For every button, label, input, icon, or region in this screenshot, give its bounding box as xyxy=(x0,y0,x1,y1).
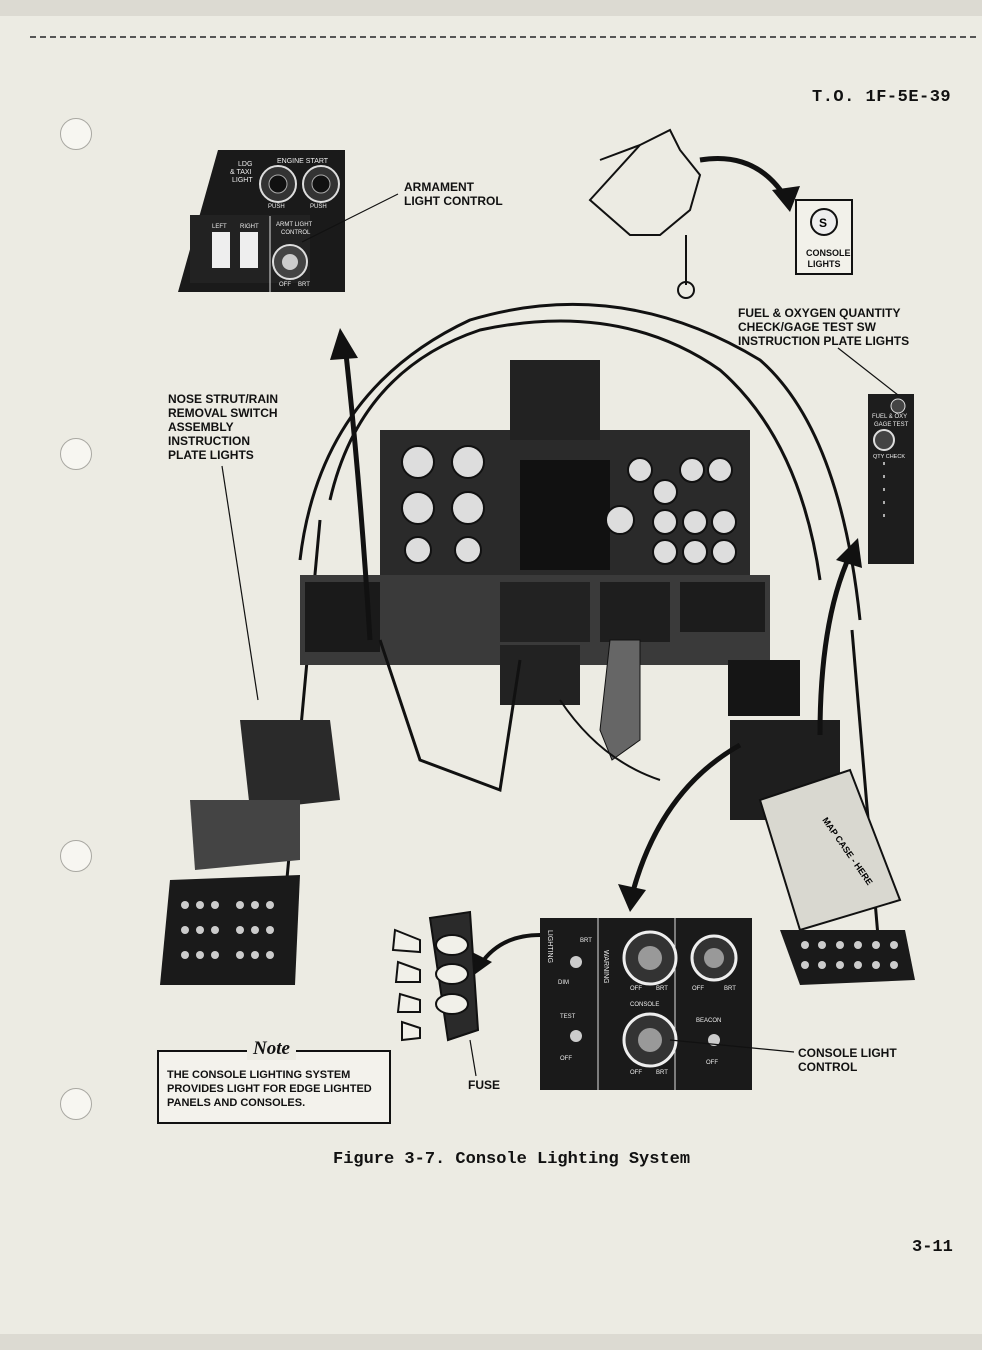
note-text: THE CONSOLE LIGHTING SYSTEM PROVIDES LIG… xyxy=(167,1069,372,1109)
callout-fuse: FUSE xyxy=(468,1078,501,1092)
binder-hole xyxy=(60,840,92,872)
armament-leader-line xyxy=(301,193,399,243)
right-console: MAP CASE - HERE xyxy=(758,768,915,985)
binder-hole xyxy=(60,1088,92,1120)
top-perforation-line xyxy=(30,36,976,38)
fuse-block xyxy=(391,910,480,1042)
callout-console-light-control: CONSOLE LIGHT CONTROL xyxy=(798,1046,897,1074)
fuel-oxy-panel: FUEL & OXY GAGE TEST QTY CHECK xyxy=(868,394,914,564)
figure-caption: Figure 3-7. Console Lighting System xyxy=(333,1150,691,1169)
panel-text-off: OFF xyxy=(692,986,704,992)
panel-text-fuel-oxy: FUEL & OXY xyxy=(872,414,907,420)
lighting-warning-panel: LIGHTING WARNING BRT DIM TEST OFF OFF BR… xyxy=(540,918,752,1090)
callout-console-lights: CONSOLE LIGHTS xyxy=(806,248,851,269)
engine-start-panel: LDG & TAXI LIGHT ENGINE START LEFT RIGHT… xyxy=(178,150,345,292)
panel-text-gage-test: GAGE TEST xyxy=(874,422,909,428)
panel-text-engine-start: ENGINE START xyxy=(277,158,329,165)
panel-text-off: OFF xyxy=(630,1070,642,1076)
note-box: Note THE CONSOLE LIGHTING SYSTEM PROVIDE… xyxy=(157,1038,391,1124)
panel-text-ldg: LDG xyxy=(238,161,252,168)
bottom-scan-edge xyxy=(0,1334,982,1350)
panel-text-push: PUSH xyxy=(310,204,327,210)
note-heading: Note xyxy=(247,1038,296,1060)
binder-hole xyxy=(60,438,92,470)
callout-armament-light-control: ARMAMENT LIGHT CONTROL xyxy=(404,180,503,208)
panel-text-push: PUSH xyxy=(268,204,285,210)
panel-text-off: OFF xyxy=(630,986,642,992)
nose-strut-leader-line xyxy=(221,465,259,701)
callout-nose-strut: NOSE STRUT/RAIN REMOVAL SWITCH ASSEMBLY … xyxy=(168,392,279,462)
panel-text-light: LIGHT xyxy=(232,177,253,184)
panel-text-right: RIGHT xyxy=(240,224,259,230)
callout-fuel-oxygen-quantity: FUEL & OXYGEN QUANTITY CHECK/GAGE TEST S… xyxy=(738,306,910,348)
console-lights-arrow xyxy=(699,156,793,207)
panel-text-dim: DIM xyxy=(558,980,569,986)
panel-text-brt: BRT xyxy=(298,282,310,288)
arrow-to-armament xyxy=(342,344,373,641)
panel-text-taxi: & TAXI xyxy=(230,169,252,176)
instrument-panel xyxy=(380,360,750,580)
console-light-control-leader-line xyxy=(669,1039,795,1053)
panel-text-off: OFF xyxy=(706,1060,718,1066)
binder-hole xyxy=(60,118,92,150)
top-scan-edge xyxy=(0,0,982,16)
panel-text-qty-check: QTY CHECK xyxy=(873,454,905,460)
panel-text-test: TEST xyxy=(560,1014,576,1020)
page-number: 3-11 xyxy=(912,1238,953,1257)
panel-text-lighting: LIGHTING xyxy=(546,930,553,963)
left-console xyxy=(160,720,340,985)
fuse-leader-line xyxy=(469,1039,477,1077)
arrow-to-console-control xyxy=(629,742,742,896)
panel-text-brt: BRT xyxy=(656,986,668,992)
panel-text-console: CONSOLE xyxy=(630,1002,659,1008)
arrow-to-fuel-oxy xyxy=(817,553,853,736)
switch-s-glyph: S xyxy=(819,216,827,230)
panel-text-brt: BRT xyxy=(580,938,592,944)
document-header: T.O. 1F-5E-39 xyxy=(812,88,952,107)
panel-text-off: OFF xyxy=(560,1056,572,1062)
console-lights-switch-detail: S xyxy=(795,199,853,275)
panel-text-warning: WARNING xyxy=(602,950,609,984)
aircraft-sketch xyxy=(588,128,702,299)
panel-text-armt: ARMT LIGHT xyxy=(276,222,313,228)
center-consoles xyxy=(300,575,840,820)
panel-text-off: OFF xyxy=(279,282,291,288)
panel-text-brt: BRT xyxy=(656,1070,668,1076)
panel-text-beacon: BEACON xyxy=(696,1018,721,1024)
panel-text-left: LEFT xyxy=(212,224,227,230)
panel-text-brt: BRT xyxy=(724,986,736,992)
panel-text-control: CONTROL xyxy=(281,230,311,236)
fuel-oxy-leader-line xyxy=(837,347,899,396)
